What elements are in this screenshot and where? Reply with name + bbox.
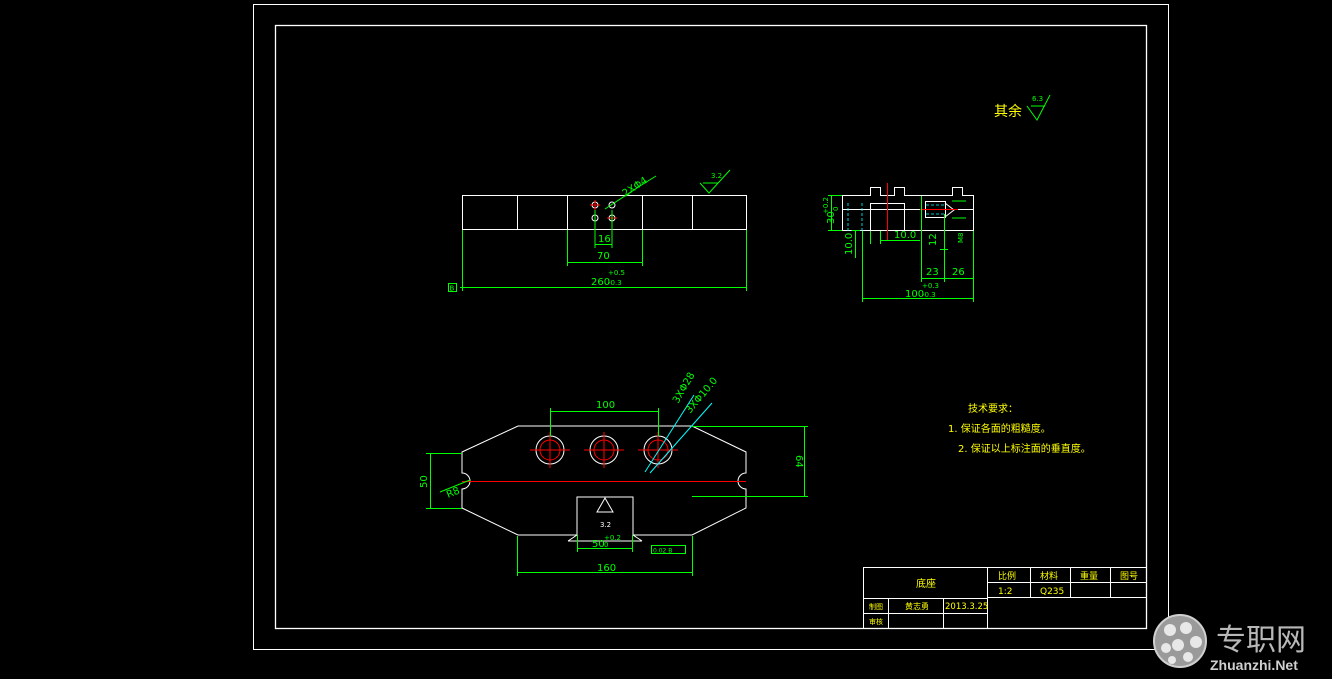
watermark-cn: 专职网 [1216,623,1306,658]
title-reviewer-label: 审核 [869,617,883,626]
title-designer-label: 制图 [869,602,883,611]
plan-finish-value: 3.2 [600,521,611,529]
dim-23: 23 [926,267,939,278]
general-surface-finish: 其余 6.3 [994,94,1051,121]
dim-30-tol-lower: 0 [832,207,840,211]
plan-dim-50: 50 [419,475,430,488]
title-header-scale: 比例 [998,570,1016,582]
plan-dim-160: 160 [597,563,616,574]
dim-100-side: 100 [905,289,924,300]
dim-30-tol: +0.2 [822,197,830,214]
plan-slot-dim: 50 [592,539,605,550]
dim-260-lower-tol: -0.3 [608,279,622,287]
plan-radius: R8 [445,486,461,501]
watermark: 专职网 Zhuanzhi.Net [1153,614,1306,673]
title-scale-value: 1:2 [998,587,1012,597]
plan-dim-64: 64 [793,455,804,468]
dim-100-upper-tol: +0.3 [922,282,939,290]
title-designer-name: 黄志勇 [905,601,929,611]
top-view: B 2XΦ4 3.2 16 70 260 +0.5 -0.3 [448,169,747,293]
tech-req-item-2: 2. 保证以上标注面的垂直度。 [958,442,1091,455]
dim-100-lower-tol: -0.3 [922,291,936,299]
dim-260-upper-tol: +0.5 [608,269,625,277]
plan-slot-tol-upper: +0.2 [604,534,621,542]
dim-70: 70 [597,251,610,262]
top-finish-value: 3.2 [711,172,722,180]
technical-requirements: 技术要求： 1. 保证各面的粗糙度。 2. 保证以上标注面的垂直度。 [948,402,1091,455]
dim-10-horizontal: 10.0 [894,230,916,241]
finish-remaining-label: 其余 [994,103,1022,120]
outer-sheet-border [253,4,1169,650]
tolerance-frame-text: 0.02 B [653,548,672,555]
plan-dim-100: 100 [596,400,615,411]
top-view-outline [462,195,747,230]
roughness-symbol-icon [1026,94,1051,121]
title-header-weight: 重量 [1080,570,1098,582]
datum-b-label: B [450,285,455,293]
dim-260: 260 [591,277,610,288]
dim-30: 30 [826,211,837,224]
side-view-outline [842,187,974,231]
tolerance-frame [651,545,686,554]
thread-callout: M8 [957,233,965,244]
tech-req-item-1: 1. 保证各面的粗糙度。 [948,422,1051,435]
title-header-drawing-no: 图号 [1120,571,1138,582]
title-header-material: 材料 [1040,570,1058,582]
tech-req-title: 技术要求： [968,402,1018,415]
watermark-en: Zhuanzhi.Net [1210,657,1298,673]
dim-12: 12 [928,233,939,246]
side-view: 30 +0.2 0 10.0 10.0 12 M8 23 26 100 +0.3… [822,183,974,302]
dim-16: 16 [598,234,611,245]
plan-slot-tol-lower: 0 [604,541,608,549]
dim-26: 26 [952,267,965,278]
title-block [863,567,1147,629]
finish-remaining-value: 6.3 [1032,95,1043,103]
datum-b-frame [448,283,457,292]
inner-drawing-frame [274,24,1148,630]
title-date: 2013.3.25 [945,602,988,612]
title-material-value: Q235 [1040,587,1064,597]
title-part-name: 底座 [916,577,936,590]
dim-10-vertical: 10.0 [844,233,855,255]
